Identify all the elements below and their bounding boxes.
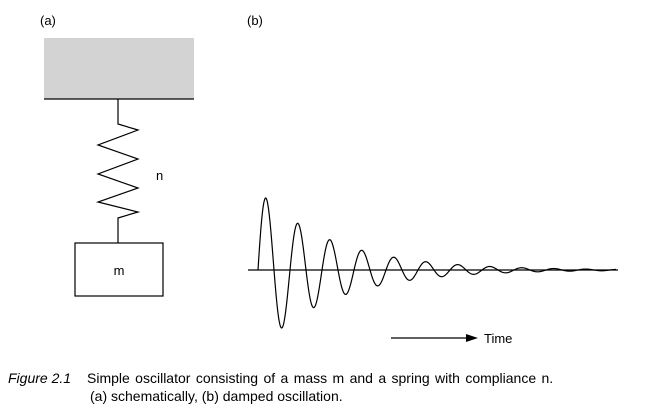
figure-2-1: (a) n m (b) Time — [40, 13, 618, 346]
damped-oscillation-curve — [257, 197, 617, 329]
spring — [95, 99, 141, 243]
time-arrow-head — [466, 334, 478, 342]
caption-line-2: (a) schematically, (b) damped oscillatio… — [90, 388, 343, 404]
mass-label: m — [114, 263, 125, 278]
spring-compliance-label: n — [156, 168, 163, 183]
figure-number: Figure 2.1 — [8, 370, 72, 386]
panel-a-label: (a) — [40, 13, 56, 28]
panel-b: (b) Time — [247, 13, 618, 346]
mass-box — [74, 242, 164, 297]
caption-line-1: Figure 2.1 Simple oscillator consisting … — [8, 369, 658, 387]
caption-text-1: Simple oscillator consisting of a mass m… — [87, 370, 554, 386]
panel-b-label: (b) — [247, 13, 263, 28]
figure-caption: Figure 2.1 Simple oscillator consisting … — [8, 369, 658, 405]
time-label: Time — [484, 331, 512, 346]
panel-a: (a) n m — [40, 13, 194, 297]
ceiling — [44, 38, 194, 99]
